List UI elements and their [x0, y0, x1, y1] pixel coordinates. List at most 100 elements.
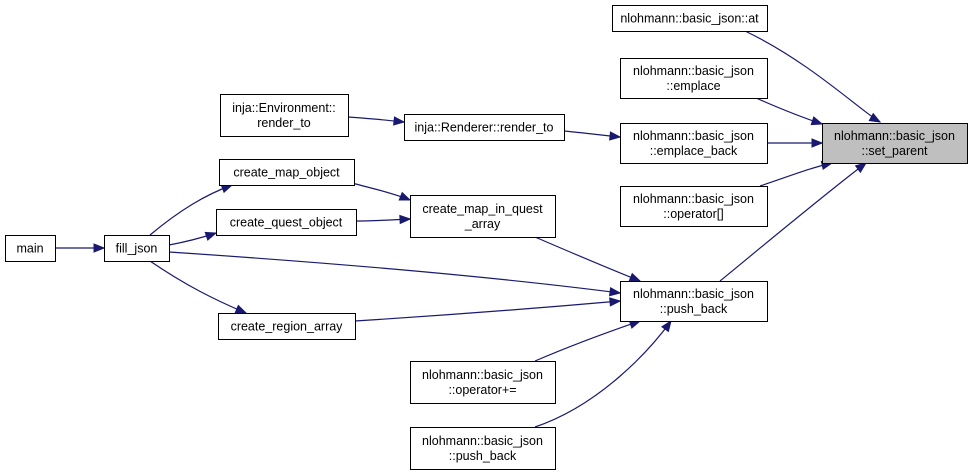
- node-label-line: _array: [464, 217, 501, 231]
- node-box: [5, 235, 56, 262]
- arrowhead-icon: [608, 286, 622, 297]
- edge-line: [534, 320, 672, 428]
- node-label-line: create_quest_object: [230, 216, 343, 230]
- edge-emplace_back-to-set_parent: [766, 138, 824, 148]
- edge-create_map_in_quest-to-push_back_main: [534, 236, 642, 282]
- edge-line: [534, 236, 641, 282]
- arrowhead-icon: [854, 162, 868, 174]
- edge-fill_json-to-create_region_array: [149, 260, 248, 314]
- node-label-line: nlohmann::basic_json: [422, 368, 543, 382]
- node-box: [216, 209, 357, 236]
- node-main[interactable]: main: [5, 235, 56, 262]
- node-box: [410, 361, 556, 404]
- edge-push_back_main-to-set_parent: [719, 162, 868, 282]
- node-label-line: ::push_back: [449, 449, 517, 463]
- arrowhead-icon: [393, 116, 406, 126]
- node-label-line: ::emplace_back: [650, 144, 738, 158]
- node-emplace[interactable]: nlohmann::basic_json::emplace: [620, 58, 768, 99]
- arrowhead-icon: [93, 243, 106, 253]
- edge-line: [719, 162, 867, 282]
- node-create-map-in-quest[interactable]: create_map_in_quest_array: [410, 195, 556, 238]
- edge-fill_json-to-push_back_main: [168, 251, 622, 297]
- arrowhead-icon: [204, 231, 218, 241]
- node-label-line: nlohmann::basic_json: [633, 287, 754, 301]
- node-label-line: ::emplace: [666, 79, 720, 93]
- edge-main-to-fill_json: [55, 243, 106, 253]
- arrowhead-icon: [609, 297, 622, 307]
- node-box: [620, 58, 768, 99]
- node-label-line: nlohmann::basic_json: [834, 129, 955, 143]
- node-label-line: main: [16, 242, 43, 256]
- node-box: [219, 159, 355, 186]
- node-label-line: nlohmann::basic_json: [633, 192, 754, 206]
- node-label-line: fill_json: [116, 242, 158, 256]
- node-renderer-render-to[interactable]: inja::Renderer::render_to: [404, 114, 565, 141]
- edge-fill_json-to-create_quest_object: [168, 231, 218, 246]
- edge-operator_plus_eq-to-push_back_main: [534, 319, 642, 362]
- edge-create_region_array-to-push_back_main: [354, 297, 622, 322]
- node-label-line: nlohmann::basic_json: [633, 64, 754, 78]
- node-label-line: inja::Renderer::render_to: [415, 121, 554, 135]
- edge-create_quest_object-to-create_map_in_quest: [355, 214, 412, 225]
- node-label-line: create_map_object: [233, 166, 340, 180]
- arrowhead-icon: [398, 191, 412, 201]
- node-create-map-object[interactable]: create_map_object: [219, 159, 355, 186]
- arrowhead-icon: [609, 131, 622, 141]
- node-push-back-main[interactable]: nlohmann::basic_json::push_back: [620, 281, 768, 322]
- node-box: [104, 235, 170, 262]
- node-label-line: create_region_array: [231, 320, 344, 334]
- node-box: [218, 313, 356, 340]
- node-set-parent[interactable]: nlohmann::basic_json::set_parent: [822, 123, 968, 164]
- edge-renderer_render_to-to-emplace_back: [563, 130, 622, 141]
- node-box: [220, 94, 349, 137]
- edge-line: [168, 251, 621, 294]
- node-create-quest-object[interactable]: create_quest_object: [216, 209, 357, 236]
- node-label-line: nlohmann::basic_json: [422, 434, 543, 448]
- edge-create_map_object-to-create_map_in_quest: [351, 182, 412, 201]
- arrowhead-icon: [868, 112, 882, 123]
- node-label-line: create_map_in_quest: [422, 202, 543, 216]
- node-create-region-array[interactable]: create_region_array: [218, 313, 356, 340]
- node-box: [612, 5, 768, 32]
- node-emplace-back[interactable]: nlohmann::basic_json::emplace_back: [620, 123, 768, 164]
- node-box: [410, 195, 556, 238]
- node-env-render-to[interactable]: inja::Environment::render_to: [220, 94, 349, 137]
- edge-push_back_2-to-push_back_main: [534, 319, 672, 428]
- node-box: [410, 427, 556, 470]
- arrowhead-icon: [234, 304, 248, 314]
- node-box: [620, 281, 768, 322]
- arrowhead-icon: [399, 214, 412, 225]
- edge-line: [759, 162, 833, 187]
- edge-emplace-to-set_parent: [755, 97, 824, 126]
- arrowhead-icon: [811, 138, 824, 148]
- node-label-line: inja::Environment::: [232, 101, 336, 115]
- node-label-line: render_to: [257, 116, 311, 130]
- call-graph-nodes: nlohmann::basic_json::set_parentnlohmann…: [5, 5, 968, 470]
- edge-line: [534, 320, 641, 362]
- node-label-line: ::set_parent: [861, 144, 928, 158]
- edge-line: [354, 300, 621, 322]
- edge-operator_idx-to-set_parent: [759, 160, 834, 187]
- edge-line: [149, 260, 247, 314]
- arrowhead-icon: [628, 272, 642, 282]
- node-label-line: ::operator+=: [448, 383, 516, 397]
- node-box: [620, 186, 768, 227]
- node-box: [822, 123, 968, 164]
- node-operator-idx[interactable]: nlohmann::basic_json::operator[]: [620, 186, 768, 227]
- node-box: [620, 123, 768, 164]
- edge-line: [755, 97, 823, 125]
- edge-env_render_to-to-renderer_render_to: [347, 116, 406, 126]
- node-fill-json[interactable]: fill_json: [104, 235, 170, 262]
- node-label-line: ::operator[]: [663, 207, 723, 221]
- node-label-line: nlohmann::basic_json::at: [620, 12, 759, 26]
- arrowhead-icon: [810, 116, 824, 126]
- edge-at-to-set_parent: [744, 30, 882, 123]
- arrowhead-icon: [661, 319, 672, 333]
- node-label-line: nlohmann::basic_json: [633, 129, 754, 143]
- node-push-back-2[interactable]: nlohmann::basic_json::push_back: [410, 427, 556, 470]
- node-operator-plus-eq[interactable]: nlohmann::basic_json::operator+=: [410, 361, 556, 404]
- node-label-line: ::push_back: [660, 302, 728, 316]
- node-box: [404, 114, 565, 141]
- node-at[interactable]: nlohmann::basic_json::at: [612, 5, 768, 32]
